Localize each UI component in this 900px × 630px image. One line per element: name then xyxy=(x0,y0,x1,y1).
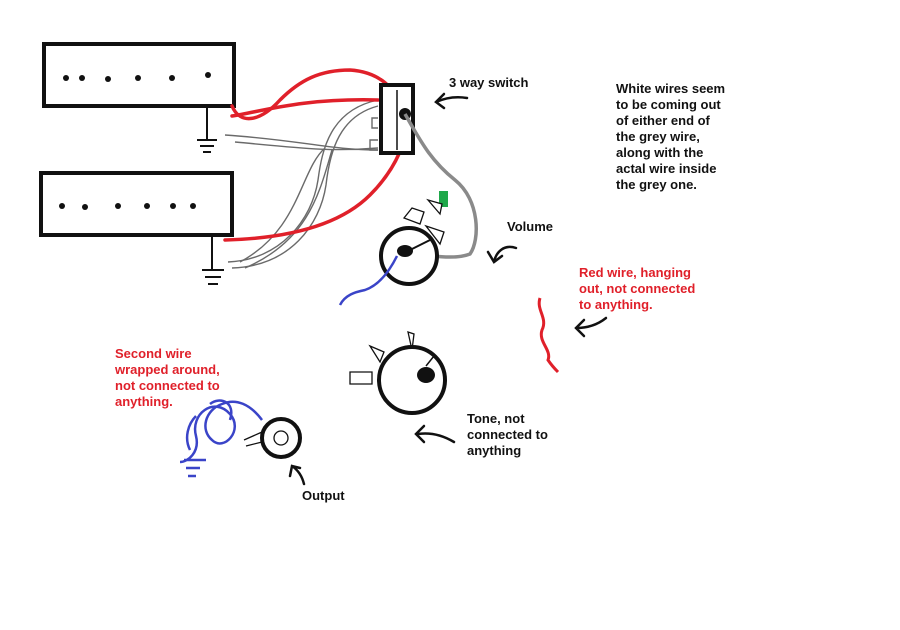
volume-arrow-icon xyxy=(486,245,518,264)
switch-label: 3 way switch xyxy=(449,75,529,90)
white-wires xyxy=(224,99,379,269)
second-wire-note: Second wire wrapped around, not connecte… xyxy=(115,346,220,409)
white-wires-note: White wires seem to be coming out of eit… xyxy=(616,81,726,192)
tone-label: Tone, not connected to anything xyxy=(467,411,548,458)
green-wire-end xyxy=(439,191,448,207)
tone-pot xyxy=(349,331,447,415)
red-wire-arrow-icon xyxy=(574,316,608,338)
output-jack xyxy=(243,417,302,459)
loose-red-wire xyxy=(537,297,560,374)
blue-wire-volume xyxy=(338,255,399,306)
grey-wire xyxy=(403,113,478,259)
volume-pot xyxy=(379,198,445,286)
output-label: Output xyxy=(302,488,345,503)
neck-ground-symbol xyxy=(197,106,217,153)
switch-arrow-icon xyxy=(434,92,469,110)
coiled-blue-wire xyxy=(179,399,263,478)
output-arrow-icon xyxy=(288,464,306,486)
bridge-pickup xyxy=(39,171,234,237)
tone-arrow-icon xyxy=(414,424,456,444)
volume-label: Volume xyxy=(507,219,553,234)
red-wire-note: Red wire, hanging out, not connected to … xyxy=(579,265,696,312)
neck-pickup xyxy=(42,42,236,108)
bridge-ground-symbol xyxy=(202,235,224,285)
